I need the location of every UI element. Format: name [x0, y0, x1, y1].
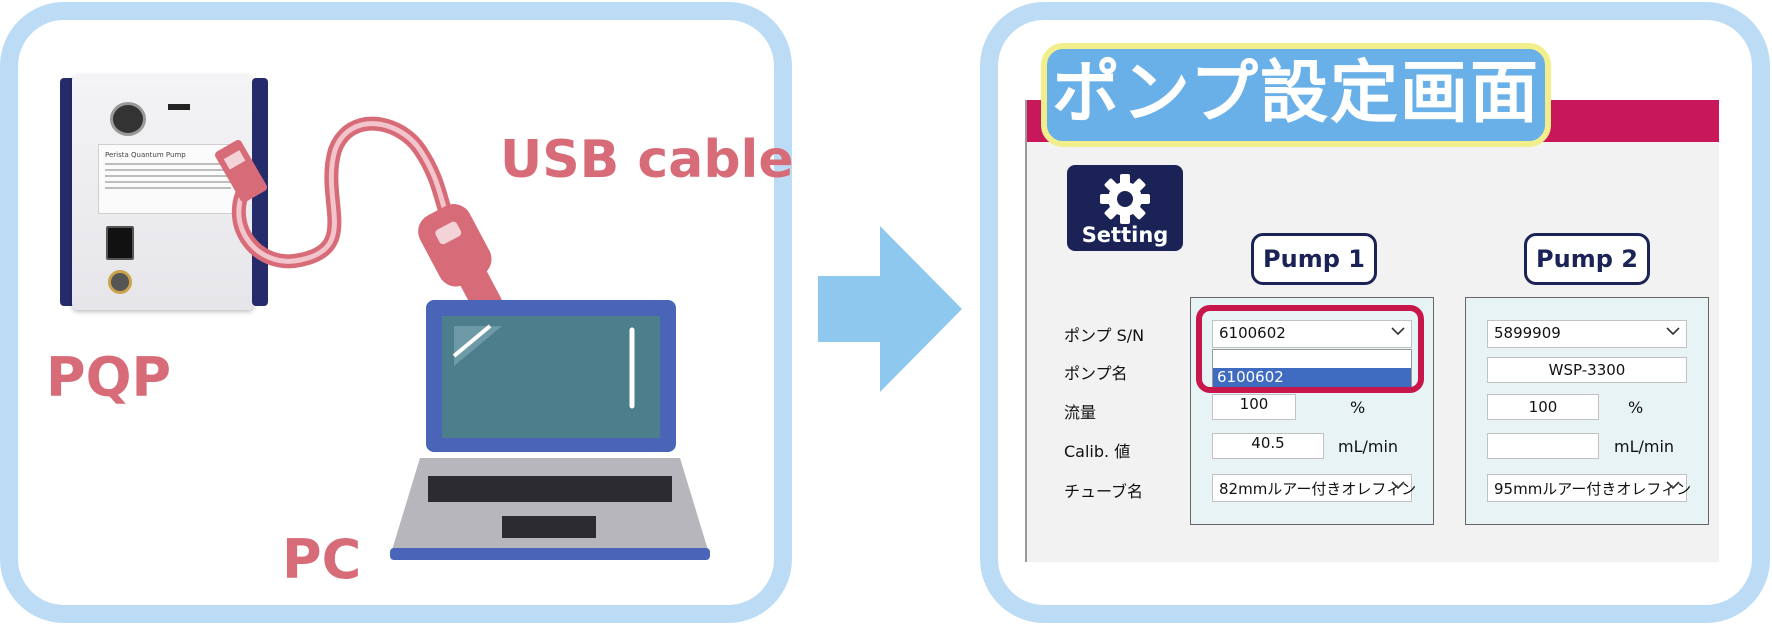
pump-connector-icon [110, 102, 146, 136]
pump1-sn-dropdown-option[interactable]: 6100602 [1213, 368, 1411, 387]
power-jack-icon [108, 270, 132, 294]
pump2-tube-value: 95mmルアー付きオレフィン [1494, 480, 1692, 498]
pqp-label: PQP [46, 346, 172, 409]
pump-info-plate: Perista Quantum Pump [98, 144, 238, 214]
pump-brand-text: Perista Quantum Pump [105, 151, 186, 159]
pc-label: PC [282, 528, 362, 591]
label-pump-sn: ポンプ S/N [1064, 326, 1145, 345]
pump1-flow-input[interactable]: 100 [1212, 394, 1296, 420]
label-pump-name: ポンプ名 [1064, 364, 1128, 383]
setting-button[interactable]: Setting [1067, 165, 1183, 251]
pump2-calib-input[interactable] [1487, 433, 1599, 459]
pump-usb-port-icon [168, 104, 190, 110]
label-calib: Calib. 値 [1064, 442, 1131, 461]
pump1-calib-input[interactable]: 40.5 [1212, 433, 1324, 459]
tab-pump-2[interactable]: Pump 2 [1524, 233, 1650, 285]
tab-pump-1[interactable]: Pump 1 [1251, 233, 1377, 285]
pump2-sn-value: 5899909 [1494, 324, 1561, 342]
pump2-tube-select[interactable]: 95mmルアー付きオレフィン [1487, 474, 1692, 502]
pump1-tube-select[interactable]: 82mmルアー付きオレフィン [1212, 474, 1417, 502]
setting-button-label: Setting [1081, 223, 1169, 247]
usb-cable-label: USB cable [500, 130, 794, 190]
pump1-calib-unit: mL/min [1338, 437, 1399, 456]
label-tube: チューブ名 [1064, 482, 1144, 501]
pump-body: Perista Quantum Pump [72, 74, 254, 310]
chevron-down-icon [1391, 481, 1405, 490]
pump1-sn-select[interactable]: 6100602 [1212, 320, 1412, 348]
sn-highlight-frame [1196, 305, 1424, 393]
screen-title: ポンプ設定画面 [1041, 43, 1551, 147]
pump2-name-input[interactable]: WSP-3300 [1487, 357, 1687, 383]
pump1-sn-value: 6100602 [1219, 324, 1286, 342]
pump1-tube-value: 82mmルアー付きオレフィン [1219, 480, 1417, 498]
chevron-down-icon [1666, 327, 1680, 336]
label-flow: 流量 [1064, 403, 1097, 422]
pump2-flow-input[interactable]: 100 [1487, 394, 1599, 420]
pump2-flow-unit: % [1628, 398, 1644, 417]
chevron-down-icon [1391, 327, 1405, 336]
pump1-sn-dropdown-list: 6100602 [1212, 349, 1412, 387]
power-switch-icon [106, 226, 134, 260]
chevron-down-icon [1666, 481, 1680, 490]
pqp-pump-device: Perista Quantum Pump [58, 74, 268, 310]
pump2-calib-unit: mL/min [1614, 437, 1675, 456]
pump1-flow-unit: % [1350, 398, 1366, 417]
gear-icon [1100, 174, 1150, 224]
pump2-sn-select[interactable]: 5899909 [1487, 320, 1687, 348]
laptop-pc-icon [390, 300, 710, 560]
right-arrow-icon [818, 226, 962, 392]
